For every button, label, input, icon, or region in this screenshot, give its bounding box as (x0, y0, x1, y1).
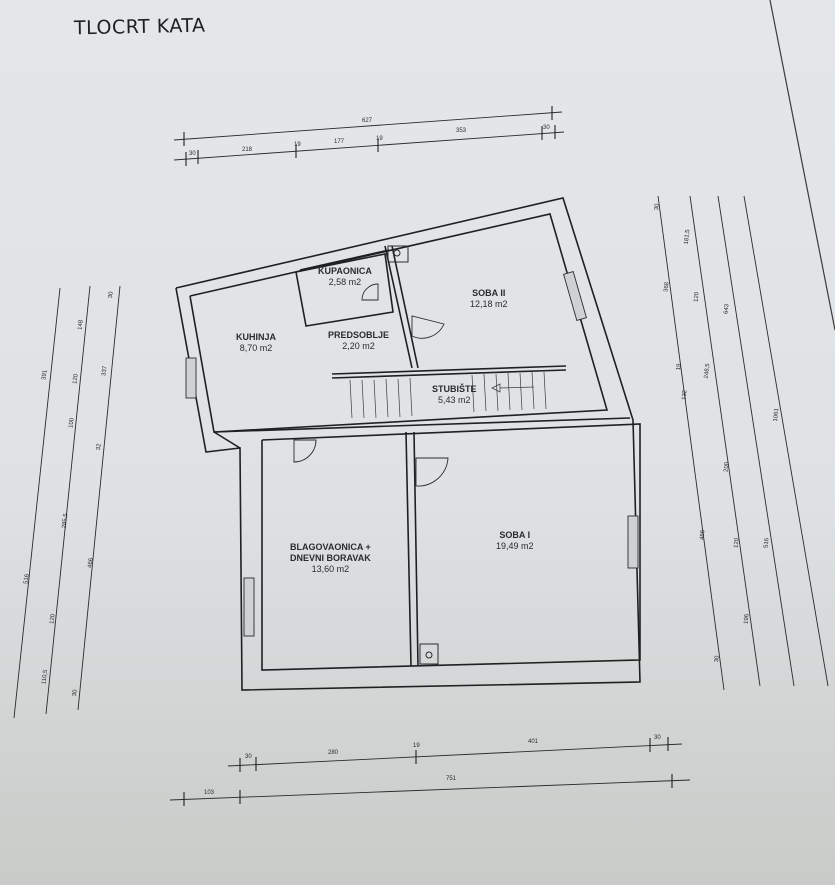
dim-right-first-0: 30 (654, 203, 661, 211)
dim-right-first-5: 30 (714, 655, 721, 663)
dim-left-inner-1: 337 (101, 365, 109, 377)
dim-left-middle-4: 120 (49, 613, 57, 625)
dim-left-middle-1: 120 (72, 373, 80, 385)
dim-bottom-total: 751 (446, 776, 457, 782)
dim-top-seg-1: 218 (242, 147, 253, 153)
window-soba-i (627, 515, 639, 569)
dim-top-seg-0: 30 (189, 151, 196, 157)
dim-bottom-total-left: 103 (204, 790, 215, 796)
dim-right-second-3: 200 (723, 461, 731, 473)
door-bathroom (361, 283, 379, 301)
inner-wall-lower (261, 423, 641, 671)
dim-bottom-seg-1: 280 (328, 750, 339, 756)
dim-top-total: 627 (362, 118, 373, 124)
bathroom-walls (295, 253, 394, 327)
dim-left-outer-0: 391 (41, 369, 49, 381)
dim-left-inner-4: 30 (71, 689, 79, 697)
dim-bottom-seg-3: 401 (528, 739, 539, 745)
dim-right-second-4: 120 (733, 537, 741, 549)
window-kuhinja (185, 357, 197, 399)
dim-right-second-5: 196 (743, 613, 751, 625)
dim-right-third-1: 516 (763, 537, 771, 549)
dim-top-seg-4: 19 (376, 136, 383, 142)
dim-bottom-seg-2: 19 (413, 743, 420, 749)
dim-left-outer-1: 516 (23, 573, 31, 585)
window-living (243, 577, 255, 637)
door-soba-i (415, 457, 449, 487)
dim-left-inner-0: 30 (107, 291, 115, 299)
shaft-bottom (419, 643, 439, 665)
dim-bottom-seg-4: 30 (654, 735, 661, 741)
dim-right-first-3: 132 (681, 389, 689, 401)
shaft-top (387, 245, 409, 263)
dim-left-middle-0: 148 (77, 319, 85, 331)
dim-right-third-0: 643 (723, 303, 731, 315)
door-soba-ii (411, 315, 445, 339)
dim-right-first-2: 19 (676, 363, 683, 371)
window-soba-ii (563, 270, 587, 322)
dim-right-first-1: 368 (663, 281, 671, 293)
dim-left-middle-2: 100 (68, 417, 76, 429)
outer-wall (175, 197, 641, 691)
dim-top-seg-5: 353 (456, 128, 467, 134)
dim-top-seg-3: 177 (334, 139, 345, 145)
dim-bottom-seg-0: 30 (245, 754, 252, 760)
dim-left-inner-2: 32 (95, 443, 103, 451)
dim-right-second-1: 120 (693, 291, 701, 303)
dim-right-first-4: 466 (699, 529, 707, 541)
inner-wall-upper (189, 213, 609, 433)
dim-top-seg-2: 19 (294, 142, 301, 148)
dim-left-inner-3: 466 (87, 557, 95, 569)
dim-top-seg-6: 30 (543, 125, 550, 131)
door-living (293, 439, 317, 463)
